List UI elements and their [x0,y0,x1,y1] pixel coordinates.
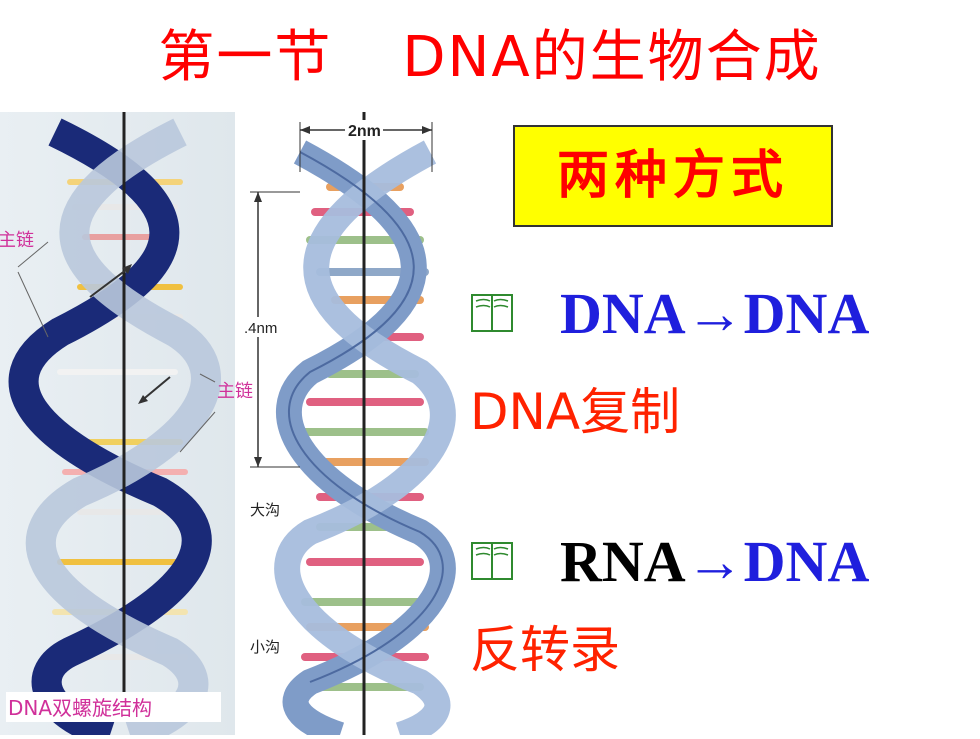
item1-label-dna-replication: DNA复制 [470,383,681,441]
title-topic: DNA的生物合成 [402,25,822,90]
item1-arrow: → [685,281,744,346]
item2-arrow: → [685,529,744,594]
book-icon [471,294,513,332]
item-dna-to-dna: DNA→DNA [470,280,869,347]
item1-to: DNA [743,281,870,346]
label-main-chain-2: 主链 [217,381,253,402]
title-section: 第一节 [158,25,333,90]
item2-label-reverse-transcription: 反转录 [470,621,620,679]
right-helix [250,112,456,739]
left-helix [8,112,221,739]
item2-to: DNA [743,529,870,594]
dna-double-helix-figure: 主链 主链 [0,112,470,739]
label-main-chain-1: 主链 [0,230,34,251]
label-2nm: 2nm [348,123,381,140]
item2-from: RNA [560,529,686,594]
item-rna-to-dna: RNA→DNA [470,528,869,595]
item1-from: DNA [560,281,686,346]
label-major-groove: 大沟 [250,501,280,519]
slide-title: 第一节 DNA的生物合成 [0,18,980,98]
label-minor-groove: 小沟 [250,638,280,656]
two-methods-badge: 两种方式 [513,125,833,227]
book-icon [471,542,513,580]
label-34nm: .4nm [244,320,277,337]
figure-caption: DNA双螺旋结构 [8,696,152,720]
